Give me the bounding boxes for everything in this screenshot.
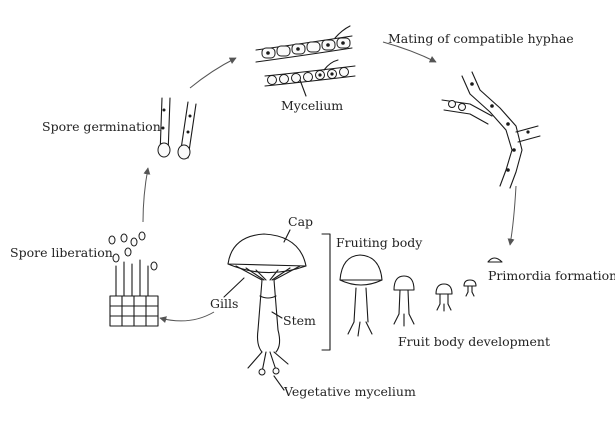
germinating-spores-illustration — [157, 97, 197, 160]
leader-vegetative-mycelium — [273, 375, 285, 391]
mycelium-illustration — [255, 25, 356, 97]
label-fruiting-body: Fruiting body — [336, 235, 423, 250]
leader-cap — [283, 229, 291, 243]
fruiting-body-bracket — [321, 233, 331, 351]
label-gills: Gills — [210, 296, 238, 311]
label-mating: Mating of compatible hyphae — [388, 31, 574, 46]
arrow-gills-to-spore-liberation — [159, 311, 215, 324]
label-spore-germination: Spore germination — [42, 119, 161, 134]
arrow-germination-to-mycelium — [189, 57, 237, 89]
arrow-mating-to-primordia — [507, 185, 517, 246]
spore-liberation-illustration — [108, 231, 159, 327]
arrow-liberation-to-germination — [142, 167, 151, 223]
label-cap: Cap — [288, 214, 313, 229]
leader-gills — [223, 277, 245, 298]
label-vegetative-mycelium: Vegetative mycelium — [283, 384, 416, 399]
label-mycelium: Mycelium — [281, 98, 343, 113]
developing-fruit-bodies-illustration — [339, 254, 503, 337]
label-stem: Stem — [283, 313, 316, 328]
label-fruit-body-development: Fruit body development — [398, 334, 550, 349]
arrow-mycelium-to-mating — [382, 41, 437, 63]
label-primordia-formation: Primordia formation — [488, 268, 615, 283]
mature-mushroom-illustration — [227, 233, 307, 376]
label-spore-liberation: Spore liberation — [10, 245, 113, 260]
mating-hyphae-illustration — [441, 71, 541, 189]
leader-stem — [271, 311, 283, 319]
